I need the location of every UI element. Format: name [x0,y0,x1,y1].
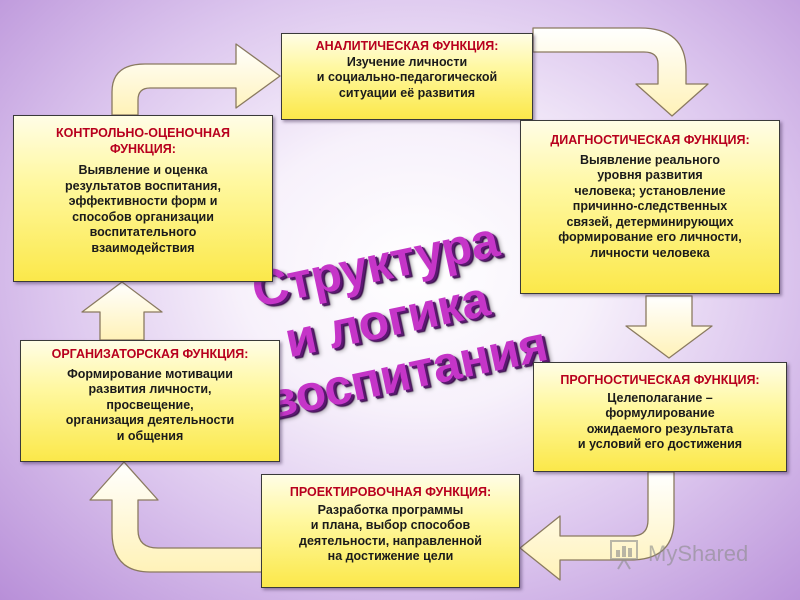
prognostic-function-box: ПРОГНОСТИЧЕСКАЯ ФУНКЦИЯ: Целеполагание –… [533,362,787,472]
arrow-organizer-to-control [81,281,163,341]
analytic-function-text: Изучение личности и социально-педагогиче… [316,54,498,100]
diagnostic-function-text: Выявление реального уровня развития чело… [558,152,742,260]
organizer-function-box: ОРГАНИЗАТОРСКАЯ ФУНКЦИЯ: Формирование мо… [20,340,280,462]
control-function-title: КОНТРОЛЬНО-ОЦЕНОЧНАЯ ФУНКЦИЯ: [55,126,231,156]
organizer-function-title: ОРГАНИЗАТОРСКАЯ ФУНКЦИЯ: [51,347,249,361]
organizer-function-text: Формирование мотивации развития личности… [65,366,235,443]
watermark-text: MyShared [648,541,749,566]
arrow-prognostic-to-project [519,471,675,581]
arrow-analytic-to-diagnostic [532,27,709,117]
control-function-text: Выявление и оценка результатов воспитани… [65,163,221,255]
presentation-icon [610,540,638,570]
analytic-function-title: АНАЛИТИЧЕСКАЯ ФУНКЦИЯ: [315,39,499,53]
project-function-text: Разработка программы и плана, выбор спос… [299,502,482,564]
arrow-diagnostic-to-prognostic [625,295,713,359]
myshared-watermark: MyShared [608,537,778,571]
control-function-box: КОНТРОЛЬНО-ОЦЕНОЧНАЯ ФУНКЦИЯ: Выявление … [13,115,273,282]
diagnostic-function-title: ДИАГНОСТИЧЕСКАЯ ФУНКЦИЯ: [550,133,750,147]
prognostic-function-title: ПРОГНОСТИЧЕСКАЯ ФУНКЦИЯ: [560,373,760,387]
analytic-function-box: АНАЛИТИЧЕСКАЯ ФУНКЦИЯ: Изучение личности… [281,33,533,120]
project-function-title: ПРОЕКТИРОВОЧНАЯ ФУНКЦИЯ: [289,485,492,499]
prognostic-function-text: Целеполагание – формулирование ожидаемог… [577,390,743,452]
arrow-control-to-analytic [111,43,281,116]
diagnostic-function-box: ДИАГНОСТИЧЕСКАЯ ФУНКЦИЯ: Выявление реаль… [520,120,780,294]
arrow-project-to-organizer [89,461,263,573]
project-function-box: ПРОЕКТИРОВОЧНАЯ ФУНКЦИЯ: Разработка прог… [261,474,520,588]
